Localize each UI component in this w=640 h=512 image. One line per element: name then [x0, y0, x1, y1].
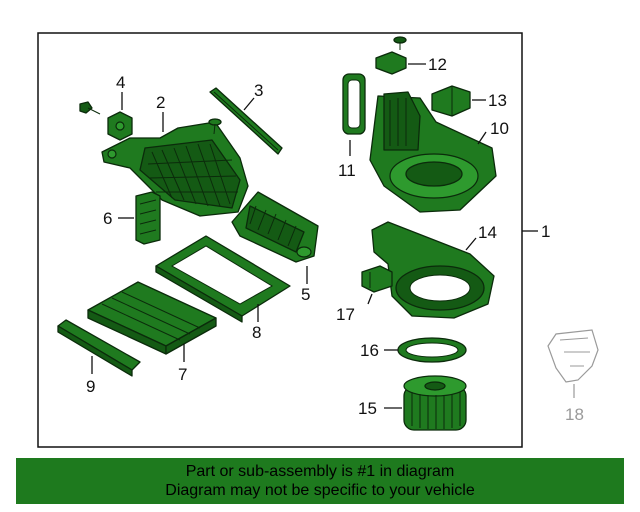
part-10-upper-case[interactable]	[369, 91, 497, 213]
part-7-cabin-filter[interactable]	[87, 281, 217, 355]
assembly-frame	[37, 32, 523, 448]
callout-17: 17	[336, 305, 355, 324]
part-8-filter-frame[interactable]	[155, 235, 291, 323]
callout-8: 8	[252, 323, 261, 342]
footer-line-2: Diagram may not be specific to your vehi…	[165, 482, 475, 499]
callout-11: 11	[338, 161, 356, 180]
callout-12: 12	[428, 55, 447, 74]
callout-3: 3	[254, 81, 263, 100]
callout-4: 4	[116, 73, 125, 92]
part-16-gasket[interactable]	[397, 337, 467, 363]
callout-10: 10	[490, 119, 509, 138]
footer-banner: Part or sub-assembly is #1 in diagram Di…	[16, 458, 624, 504]
part-18-duct[interactable]	[547, 329, 599, 383]
part-13-resistor[interactable]	[431, 85, 471, 117]
footer-line-1: Part or sub-assembly is #1 in diagram	[185, 463, 455, 480]
part-14-lower-case[interactable]	[371, 221, 495, 319]
callout-18: 18	[565, 405, 584, 424]
part-9-filter-cover[interactable]	[57, 319, 141, 377]
callout-15: 15	[358, 399, 377, 418]
callout-6: 6	[103, 209, 112, 228]
part-4-actuator[interactable]	[79, 101, 133, 141]
callout-14: 14	[478, 223, 497, 242]
screw-fastener	[208, 118, 222, 135]
callout-13: 13	[488, 91, 507, 110]
callout-7: 7	[178, 365, 187, 384]
part-3-seal-strip[interactable]	[209, 87, 283, 155]
part-11-flap[interactable]	[342, 73, 366, 135]
callout-2: 2	[156, 93, 165, 112]
part-6-evaporator-piece[interactable]	[135, 191, 161, 245]
part-12-sensor[interactable]	[375, 36, 407, 75]
callout-9: 9	[86, 377, 95, 396]
part-2-heater-case[interactable]	[101, 121, 249, 217]
part-5-mode-housing[interactable]	[231, 191, 319, 263]
part-15-blower-motor[interactable]	[403, 375, 467, 431]
callout-5: 5	[301, 285, 310, 304]
callout-16: 16	[360, 341, 379, 360]
callout-1: 1	[541, 222, 550, 241]
part-17-connector[interactable]	[361, 265, 393, 293]
